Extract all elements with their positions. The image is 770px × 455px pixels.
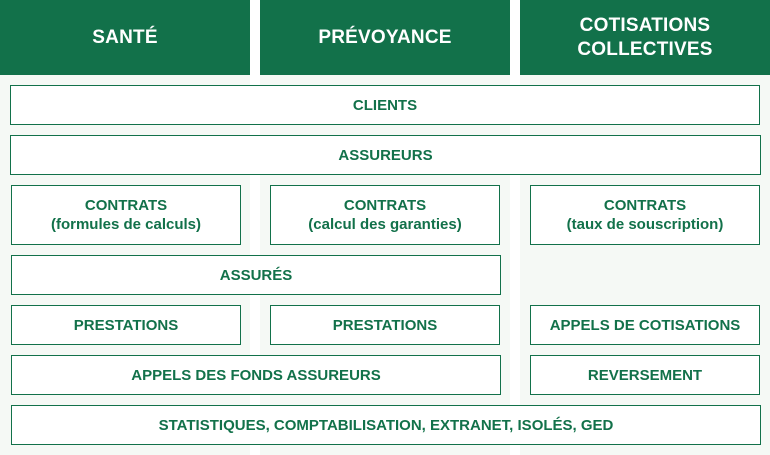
box-appels-cotisations: APPELS DE COTISATIONS [530, 305, 760, 345]
header-prevoyance-label: PRÉVOYANCE [318, 26, 452, 48]
box-prestations-sante-label: PRESTATIONS [73, 316, 179, 334]
header-cotisations-line1: COTISATIONS [579, 14, 711, 36]
box-contrats-sante-title: CONTRATS [84, 197, 168, 214]
box-prestations-sante: PRESTATIONS [11, 305, 241, 345]
header-cotisations-collectives: COTISATIONS COLLECTIVES [520, 0, 770, 75]
box-appels-fonds-assureurs: APPELS DES FONDS ASSUREURS [11, 355, 501, 395]
box-prestations-prevoyance: PRESTATIONS [270, 305, 500, 345]
box-reversement-label: REVERSEMENT [587, 366, 703, 384]
box-assures: ASSURÉS [11, 255, 501, 295]
box-clients-label: CLIENTS [352, 96, 418, 114]
box-prestations-prevoyance-label: PRESTATIONS [332, 316, 438, 334]
box-reversement: REVERSEMENT [530, 355, 760, 395]
box-statistiques: STATISTIQUES, COMPTABILISATION, EXTRANET… [11, 405, 761, 445]
box-contrats-sante-subtitle: (formules de calculs) [50, 216, 202, 233]
box-assureurs: ASSUREURS [10, 135, 761, 175]
box-contrats-prevoyance: CONTRATS (calcul des garanties) [270, 185, 500, 245]
box-appels-cotisations-label: APPELS DE COTISATIONS [549, 316, 741, 334]
header-prevoyance: PRÉVOYANCE [260, 0, 510, 75]
box-assureurs-label: ASSUREURS [338, 146, 433, 164]
box-assures-label: ASSURÉS [219, 266, 293, 284]
header-sante: SANTÉ [0, 0, 250, 75]
header-cotisations-line2: COLLECTIVES [577, 38, 713, 60]
box-contrats-prevoyance-subtitle: (calcul des garanties) [308, 216, 462, 233]
header-sante-label: SANTÉ [92, 26, 158, 48]
box-contrats-cotisations: CONTRATS (taux de souscription) [530, 185, 760, 245]
box-appels-fonds-label: APPELS DES FONDS ASSUREURS [131, 366, 381, 384]
box-contrats-cotisations-subtitle: (taux de souscription) [566, 216, 724, 233]
box-contrats-sante: CONTRATS (formules de calculs) [11, 185, 241, 245]
box-contrats-prevoyance-title: CONTRATS [343, 197, 427, 214]
box-contrats-cotisations-title: CONTRATS [603, 197, 687, 214]
box-statistiques-label: STATISTIQUES, COMPTABILISATION, EXTRANET… [158, 416, 614, 434]
box-clients: CLIENTS [10, 85, 760, 125]
